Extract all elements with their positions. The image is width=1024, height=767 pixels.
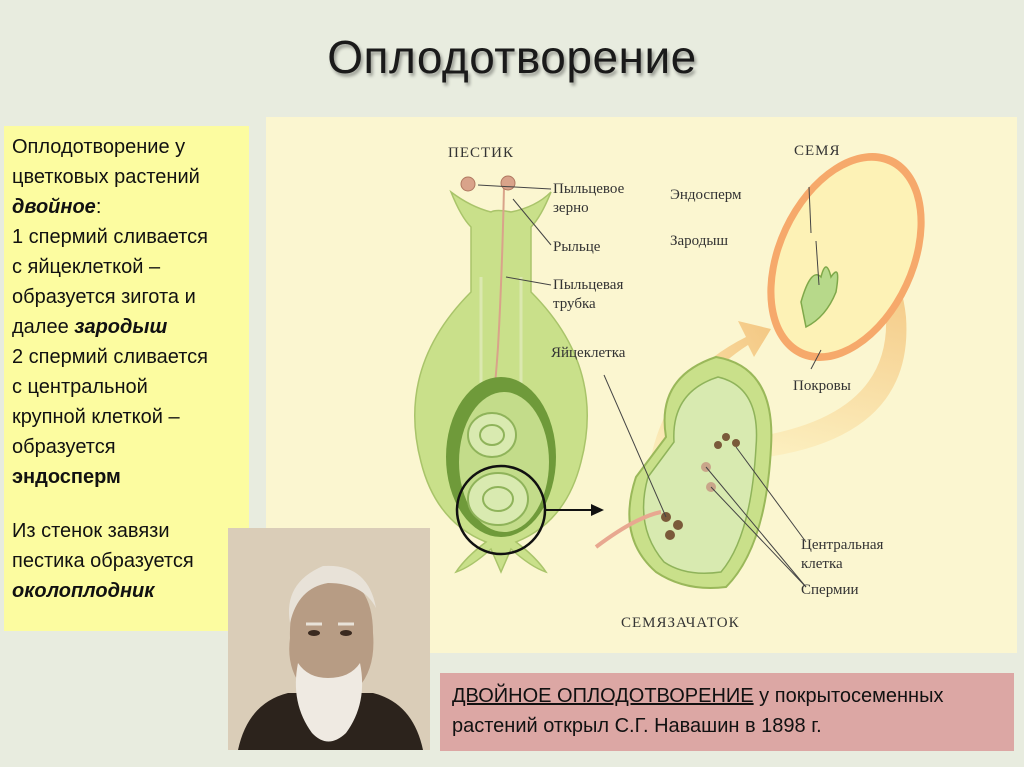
term-endosperm: эндосперм (12, 466, 121, 488)
text-fragment: далее (12, 316, 75, 338)
text-fragment: : (95, 196, 102, 218)
page-title: Оплодотворение (327, 31, 697, 83)
term-embryo: зародыш (74, 316, 168, 338)
term-pericarp: околоплодник (12, 580, 155, 602)
diagram-svg: ПЕСТИК СЕМЯ СЕМЯЗАЧАТОК (414, 143, 925, 631)
label-pollen-tube-2: трубка (553, 296, 596, 312)
text-line: образуется зигота и (12, 286, 196, 308)
label-central-cell-1: Центральная (801, 537, 884, 553)
explanation-text-box: Оплодотворение у цветковых растений двой… (4, 126, 249, 631)
text-line: Из стенок завязи (12, 520, 170, 542)
label-endosperm: Эндосперм (670, 187, 742, 203)
label-embryo: Зародыш (670, 233, 728, 249)
text-line: крупной клеткой – (12, 406, 180, 428)
label-seed-coat: Покровы (793, 378, 851, 394)
text-line: 2 спермий сливается (12, 346, 208, 368)
label-egg-cell: Яйцеклетка (551, 345, 626, 361)
caption-box: ДВОЙНОЕ ОПЛОДОТВОРЕНИЕ у покрытосеменных… (440, 673, 1014, 751)
text-line: образуется (12, 436, 116, 458)
text-line: цветковых растений (12, 166, 200, 188)
arrow-to-endosperm-icon (706, 232, 907, 462)
term-double: двойное (12, 196, 96, 218)
text-line: двойное: (12, 192, 241, 222)
label-pollen-grain-2: зерно (553, 200, 589, 216)
caption-line: ДВОЙНОЕ ОПЛОДОТВОРЕНИЕ у покрытосеменных (452, 681, 1002, 711)
label-pollen-grain-1: Пыльцевое (553, 181, 625, 197)
embryo-shape (800, 266, 839, 329)
text-line: с центральной (12, 376, 148, 398)
text-line: околоплодник (12, 576, 241, 606)
caption-text: у покрытосеменных (753, 685, 944, 707)
ovule-drawing (594, 355, 773, 589)
text-line: далее зародыш (12, 312, 241, 342)
ovule-header: СЕМЯЗАЧАТОК (621, 615, 740, 631)
text-line: 1 спермий сливается (12, 226, 208, 248)
caption-line: растений открыл С.Г. Навашин в 1898 г. (452, 715, 822, 737)
label-sperms: Спермии (801, 582, 859, 598)
seed-header: СЕМЯ (794, 143, 841, 159)
text-line: эндосперм (12, 462, 241, 492)
caption-highlight: ДВОЙНОЕ ОПЛОДОТВОРЕНИЕ (452, 685, 754, 707)
label-pollen-tube-1: Пыльцевая (553, 277, 623, 293)
label-central-cell-2: клетка (801, 556, 843, 572)
label-stigma: Рыльце (553, 239, 601, 255)
navashin-portrait (228, 528, 430, 750)
zoom-circle (455, 464, 547, 556)
zoom-arrow-icon (591, 504, 604, 516)
seed-drawing (767, 153, 925, 361)
portrait-image (228, 528, 430, 750)
text-line: с яйцеклеткой – (12, 256, 161, 278)
pistil-header: ПЕСТИК (448, 145, 514, 161)
text-line: Оплодотворение у (12, 136, 186, 158)
text-line: пестика образуется (12, 550, 194, 572)
pistil-drawing (414, 175, 604, 574)
